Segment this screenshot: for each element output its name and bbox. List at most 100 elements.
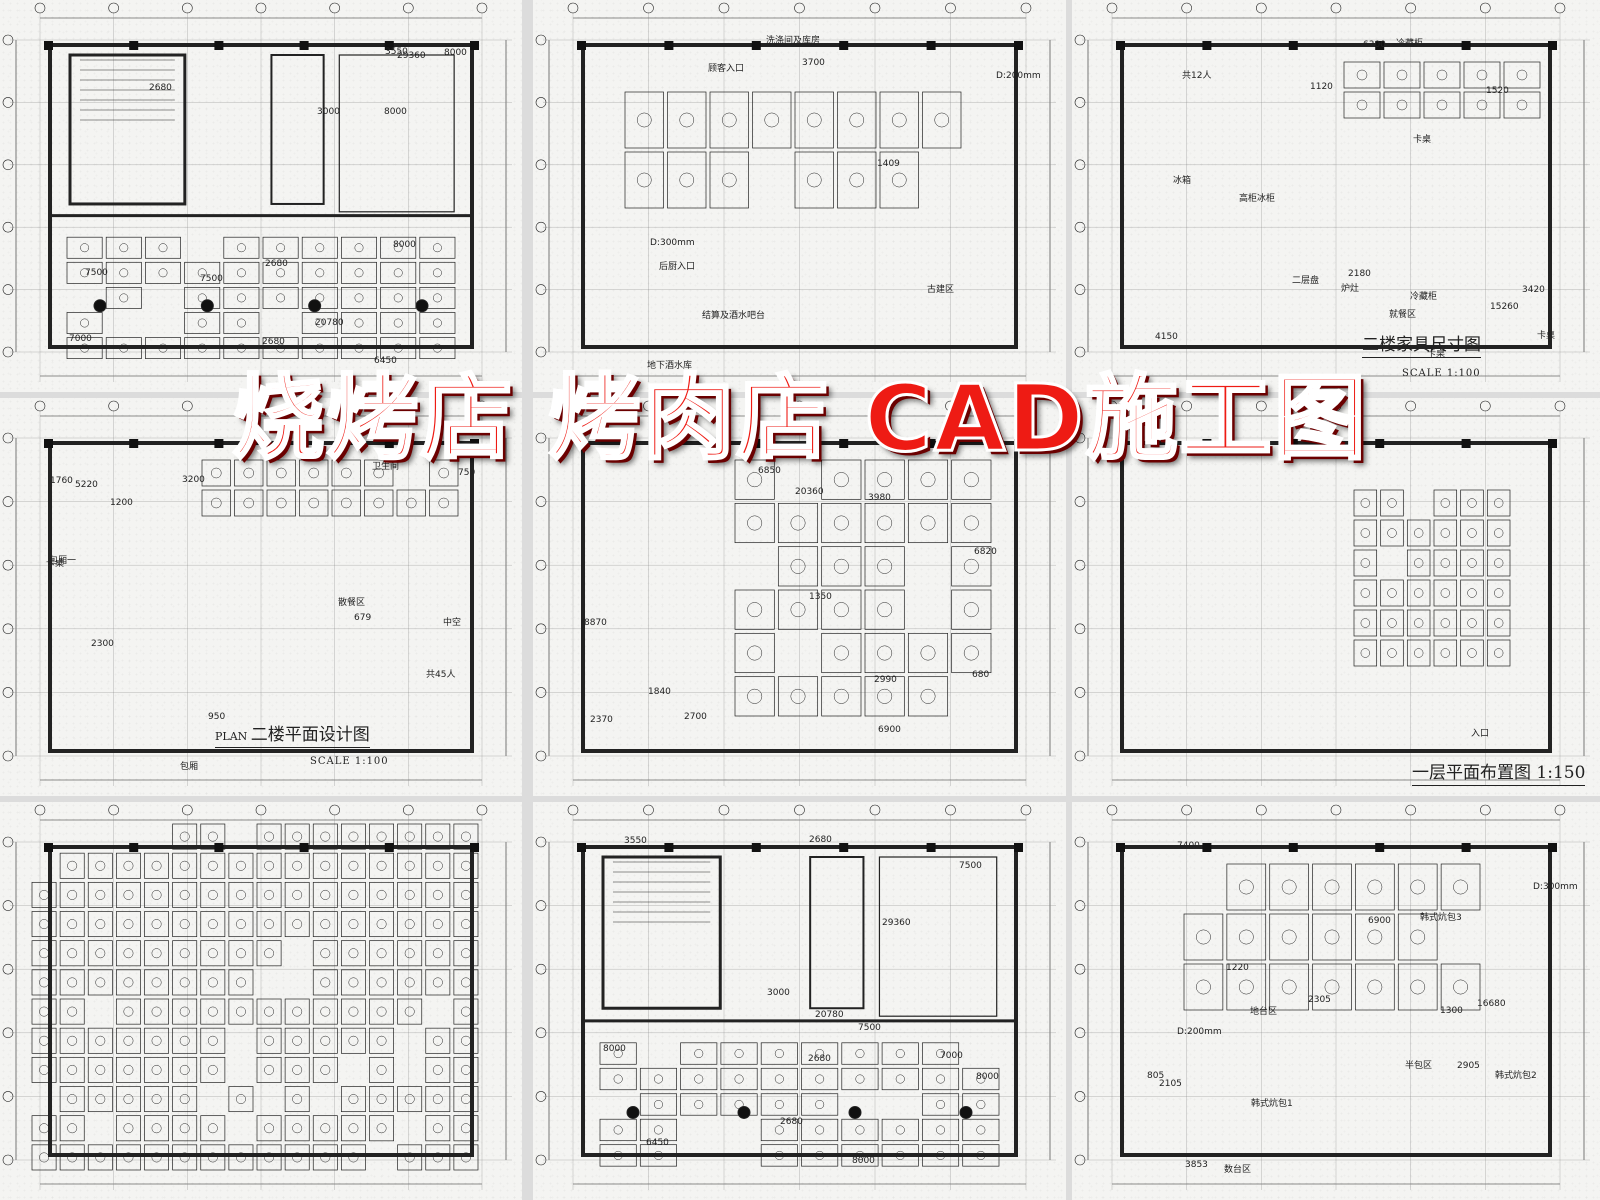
cad-dimension-label: 6850 <box>758 466 781 476</box>
cad-dimension-label: 卡桌 <box>1537 331 1556 341</box>
cad-dimension-label: 950 <box>208 712 226 722</box>
cad-dimension-label: 2680 <box>809 835 832 845</box>
cad-dimension-label: 8870 <box>584 618 607 628</box>
cad-dimension-label: 卡桌 <box>1427 349 1446 359</box>
cad-plan-panel-1: 29360 2680 8000 8000 8000 2680 3550 6450 20780 75… <box>0 0 522 392</box>
drawing-title: 二楼家具尺寸图 <box>1362 330 1481 358</box>
cad-dimension-label: 6450 <box>374 356 397 366</box>
cad-linework <box>1074 2 1590 382</box>
cad-dimension-label: 15260 <box>1490 302 1519 312</box>
cad-dimension-label: 7500 <box>858 1023 881 1033</box>
cad-dimension-label: 2305 <box>1308 995 1331 1005</box>
cad-linework <box>535 2 1056 382</box>
cad-dimension-label: 3550 <box>624 836 647 846</box>
cad-dimension-label: 韩式炕包3 <box>1420 913 1462 923</box>
cad-dimension-label: 7500 <box>200 274 223 284</box>
cad-dimension-label: 1840 <box>648 687 671 697</box>
cad-dimension-label: 20780 <box>315 318 344 328</box>
cad-dimension-label: 679 <box>354 613 372 623</box>
cad-dimension-label: 2680 <box>265 259 288 269</box>
cad-dimension-label: 1520 <box>1486 86 1509 96</box>
cad-dimension-label: 包厢一 <box>49 556 77 566</box>
cad-dimension-label: 6450 <box>646 1138 669 1148</box>
drawing-title-text: 二楼平面设计图 <box>250 725 370 745</box>
cad-dimension-label: D:200mm <box>1177 1027 1222 1037</box>
cad-dimension-label: 1409 <box>877 159 900 169</box>
cad-dimension-label: 后厨入口 <box>659 262 696 272</box>
cad-dimension-label: 2680 <box>149 83 172 93</box>
cad-dimension-label: 8000 <box>976 1072 999 1082</box>
cad-dimension-label: 二层盘 <box>1292 276 1320 286</box>
cad-dimension-label: 6900 <box>1368 916 1391 926</box>
cad-dimension-label: 2680 <box>780 1117 803 1127</box>
cad-dimension-label: 4150 <box>1155 332 1178 342</box>
drawing-scale: SCALE 1:100 <box>1402 368 1481 379</box>
cad-dimension-label: 750 <box>458 468 476 478</box>
cad-dimension-label: 包厢 <box>180 762 199 772</box>
cad-dimension-label: 冷藏柜 <box>1396 39 1424 49</box>
cad-dimension-label: D:300mm <box>1533 882 1578 892</box>
cad-dimension-label: 1120 <box>1310 82 1333 92</box>
cad-plan-panel-6: 入口一层平面布置图 1:150 <box>1072 398 1600 796</box>
cad-dimension-label: 29360 <box>882 918 911 928</box>
cad-dimension-label: 3700 <box>802 58 825 68</box>
drawing-title-text: 一层平面布置图 1:150 <box>1412 763 1586 783</box>
cad-dimension-label: 结算及酒水吧台 <box>702 311 766 321</box>
cad-dimension-label: 1760 <box>50 476 73 486</box>
drawing-title: 一层平面布置图 1:150 <box>1412 758 1586 786</box>
cad-dimension-label: 1220 <box>1226 963 1249 973</box>
drawing-scale: SCALE 1:100 <box>310 756 389 767</box>
cad-dimension-label: 顾客入口 <box>708 64 745 74</box>
cad-dimension-label: 3853 <box>1185 1160 1208 1170</box>
cad-dimension-label: 卫生间 <box>372 462 400 472</box>
cad-dimension-label: 7000 <box>940 1051 963 1061</box>
cad-dimension-label: 20360 <box>795 487 824 497</box>
drawing-title-text: 二楼家具尺寸图 <box>1362 335 1481 355</box>
cad-dimension-label: 5220 <box>75 480 98 490</box>
cad-dimension-label: 数台区 <box>1224 1165 1252 1175</box>
cad-dimension-label: 7500 <box>959 861 982 871</box>
cad-dimension-label: 8000 <box>603 1044 626 1054</box>
cad-dimension-label: 16680 <box>1477 999 1506 1009</box>
cad-dimension-label: 2700 <box>684 712 707 722</box>
cad-dimension-label: 6300 <box>1363 40 1386 50</box>
cad-dimension-label: 8000 <box>384 107 407 117</box>
cad-dimension-label: 地下酒水库 <box>647 361 693 371</box>
cad-dimension-label: 8000 <box>444 48 467 58</box>
cad-dimension-label: 805 <box>1147 1071 1165 1081</box>
cad-dimension-label: 韩式炕包1 <box>1251 1099 1293 1109</box>
cad-dimension-label: 3550 <box>385 47 408 57</box>
cad-linework <box>1074 804 1590 1190</box>
cad-dimension-label: 共45人 <box>426 670 456 680</box>
cad-dimension-label: 共12人 <box>1182 71 1212 81</box>
headline-title: 烧烤店 烤肉店 CAD施工图 <box>231 363 1368 473</box>
cad-dimension-label: 6820 <box>974 547 997 557</box>
cad-dimension-label: 洗涤间及库房 <box>766 36 821 46</box>
cad-linework <box>2 400 512 786</box>
cad-dimension-label: 1350 <box>809 592 832 602</box>
cad-dimension-label: 2105 <box>1159 1079 1182 1089</box>
cad-dimension-label: 古建区 <box>927 285 955 295</box>
cad-dimension-label: 卡桌 <box>46 559 65 569</box>
cad-dimension-label: 入口 <box>1471 729 1490 739</box>
cad-dimension-label: 冷藏柜 <box>1410 292 1438 302</box>
cad-dimension-label: 8000 <box>393 240 416 250</box>
cad-dimension-label: 7500 <box>85 268 108 278</box>
cad-dimension-label: 20780 <box>815 1010 844 1020</box>
cad-dimension-label: 1300 <box>1440 1006 1463 1016</box>
cad-dimension-label: 3420 <box>1522 285 1545 295</box>
cad-dimension-label: 高柜冰柜 <box>1239 194 1276 204</box>
cad-linework <box>2 2 512 382</box>
cad-dimension-label: 29360 <box>397 51 426 61</box>
cad-dimension-label: 卡桌 <box>1413 135 1432 145</box>
cad-dimension-label: 韩式炕包2 <box>1495 1071 1537 1081</box>
cad-linework <box>2 804 512 1190</box>
drawing-title: PLAN 二楼平面设计图 <box>215 720 370 748</box>
cad-dimension-label: 地台区 <box>1250 1007 1278 1017</box>
